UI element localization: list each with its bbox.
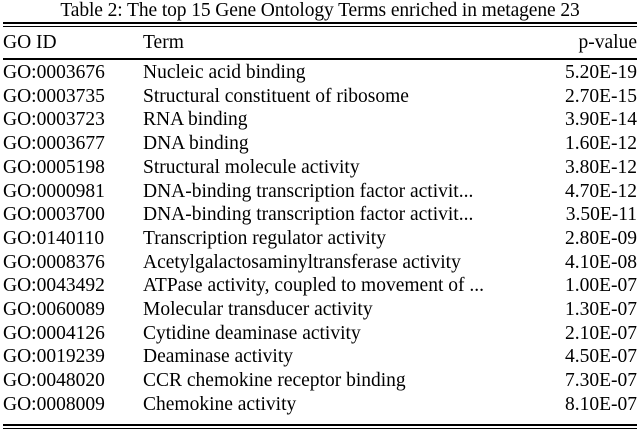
table-row: GO:0019239 Deaminase activity 4.50E-07 xyxy=(3,345,637,369)
cell-p-value: 5.20E-19 xyxy=(564,62,637,83)
cell-term: Structural molecule activity xyxy=(143,156,360,178)
cell-term: Cytidine deaminase activity xyxy=(143,322,361,344)
cell-go-id: GO:0003676 xyxy=(3,62,105,83)
table-row: GO:0048020 CCR chemokine receptor binding… xyxy=(3,369,637,393)
cell-p-value: 7.30E-07 xyxy=(564,370,637,392)
table-row: GO:0003735 Structural constituent of ribo… xyxy=(3,85,637,109)
table-row: GO:0003723 RNA binding 3.90E-14 xyxy=(3,108,637,132)
table-top-rule-inner xyxy=(3,26,637,27)
cell-p-value: 1.30E-07 xyxy=(564,299,637,321)
cell-p-value: 3.80E-12 xyxy=(564,156,637,178)
cell-term: CCR chemokine receptor binding xyxy=(143,370,406,392)
table-row: GO:0043492 ATPase activity, coupled to mo… xyxy=(3,274,637,298)
cell-p-value: 1.60E-12 xyxy=(564,133,637,155)
cell-go-id: GO:0003723 xyxy=(3,109,105,131)
table-bottom-rule-inner xyxy=(3,428,637,429)
cell-p-value: 2.70E-15 xyxy=(564,85,637,107)
cell-term: Nucleic acid binding xyxy=(143,62,306,83)
cell-term: Structural constituent of ribosome xyxy=(143,85,409,107)
table-caption: Table 2: The top 15 Gene Ontology Terms … xyxy=(60,0,580,21)
cell-p-value: 4.10E-08 xyxy=(564,251,637,273)
cell-term: DNA binding xyxy=(143,133,249,155)
table-row: GO:0140110 Transcription regulator activi… xyxy=(3,227,637,251)
table-header-rule xyxy=(3,58,637,60)
cell-go-id: GO:0060089 xyxy=(3,299,105,321)
cell-go-id: GO:0005198 xyxy=(3,156,105,178)
table-row: GO:0008009 Chemokine activity 8.10E-07 xyxy=(3,393,637,417)
table-row: GO:0005198 Structural molecule activity 3.… xyxy=(3,156,637,180)
table-row: GO:0004126 Cytidine deaminase activity 2.1… xyxy=(3,322,637,346)
cell-go-id: GO:0000981 xyxy=(3,180,105,202)
table-top-rule-outer xyxy=(3,22,637,24)
table-row: GO:0000981 DNA-binding transcription fact… xyxy=(3,180,637,204)
cell-go-id: GO:0003677 xyxy=(3,133,105,155)
cell-term: DNA-binding transcription factor activit… xyxy=(143,204,474,226)
column-header-term: Term xyxy=(143,32,184,53)
cell-term: ATPase activity, coupled to movement of … xyxy=(143,275,484,297)
cell-p-value: 2.80E-09 xyxy=(564,227,637,249)
column-header-p-value: p-value xyxy=(578,32,637,53)
cell-go-id: GO:0004126 xyxy=(3,322,105,344)
cell-term: Transcription regulator activity xyxy=(143,227,386,249)
cell-go-id: GO:0043492 xyxy=(3,275,105,297)
gene-ontology-table: GO ID Term p-value GO:0003676 Nucleic aci… xyxy=(3,28,637,417)
cell-go-id: GO:0008376 xyxy=(3,251,105,273)
cell-go-id: GO:0003735 xyxy=(3,85,105,107)
table-bottom-rule-outer xyxy=(3,424,637,426)
cell-p-value: 2.10E-07 xyxy=(564,322,637,344)
cell-term: Chemokine activity xyxy=(143,393,297,415)
cell-term: RNA binding xyxy=(143,109,248,131)
cell-p-value: 8.10E-07 xyxy=(564,393,637,415)
table-row: GO:0003676 Nucleic acid binding 5.20E-19 xyxy=(3,58,637,85)
cell-go-id: GO:0019239 xyxy=(3,346,105,368)
column-header-go-id: GO ID xyxy=(3,32,57,53)
cell-go-id: GO:0140110 xyxy=(3,227,105,249)
cell-term: Molecular transducer activity xyxy=(143,299,373,321)
table-row: GO:0008376 Acetylgalactosaminyltransferas… xyxy=(3,251,637,275)
cell-p-value: 1.00E-07 xyxy=(564,275,637,297)
cell-go-id: GO:0008009 xyxy=(3,393,105,415)
table-header-row: GO ID Term p-value xyxy=(3,28,637,58)
table-row: GO:0060089 Molecular transducer activity 1… xyxy=(3,298,637,322)
table-header: GO ID Term p-value xyxy=(3,28,637,58)
cell-p-value: 4.70E-12 xyxy=(564,180,637,202)
cell-term: Acetylgalactosaminyltransferase activity xyxy=(143,251,461,273)
cell-go-id: GO:0048020 xyxy=(3,370,105,392)
cell-term: Deaminase activity xyxy=(143,346,293,368)
table-row: GO:0003700 DNA-binding transcription fact… xyxy=(3,203,637,227)
table-row: GO:0003677 DNA binding 1.60E-12 xyxy=(3,132,637,156)
cell-p-value: 4.50E-07 xyxy=(564,346,637,368)
cell-p-value: 3.50E-11 xyxy=(565,204,637,226)
cell-p-value: 3.90E-14 xyxy=(564,109,637,131)
cell-term: DNA-binding transcription factor activit… xyxy=(143,180,474,202)
cell-go-id: GO:0003700 xyxy=(3,204,105,226)
